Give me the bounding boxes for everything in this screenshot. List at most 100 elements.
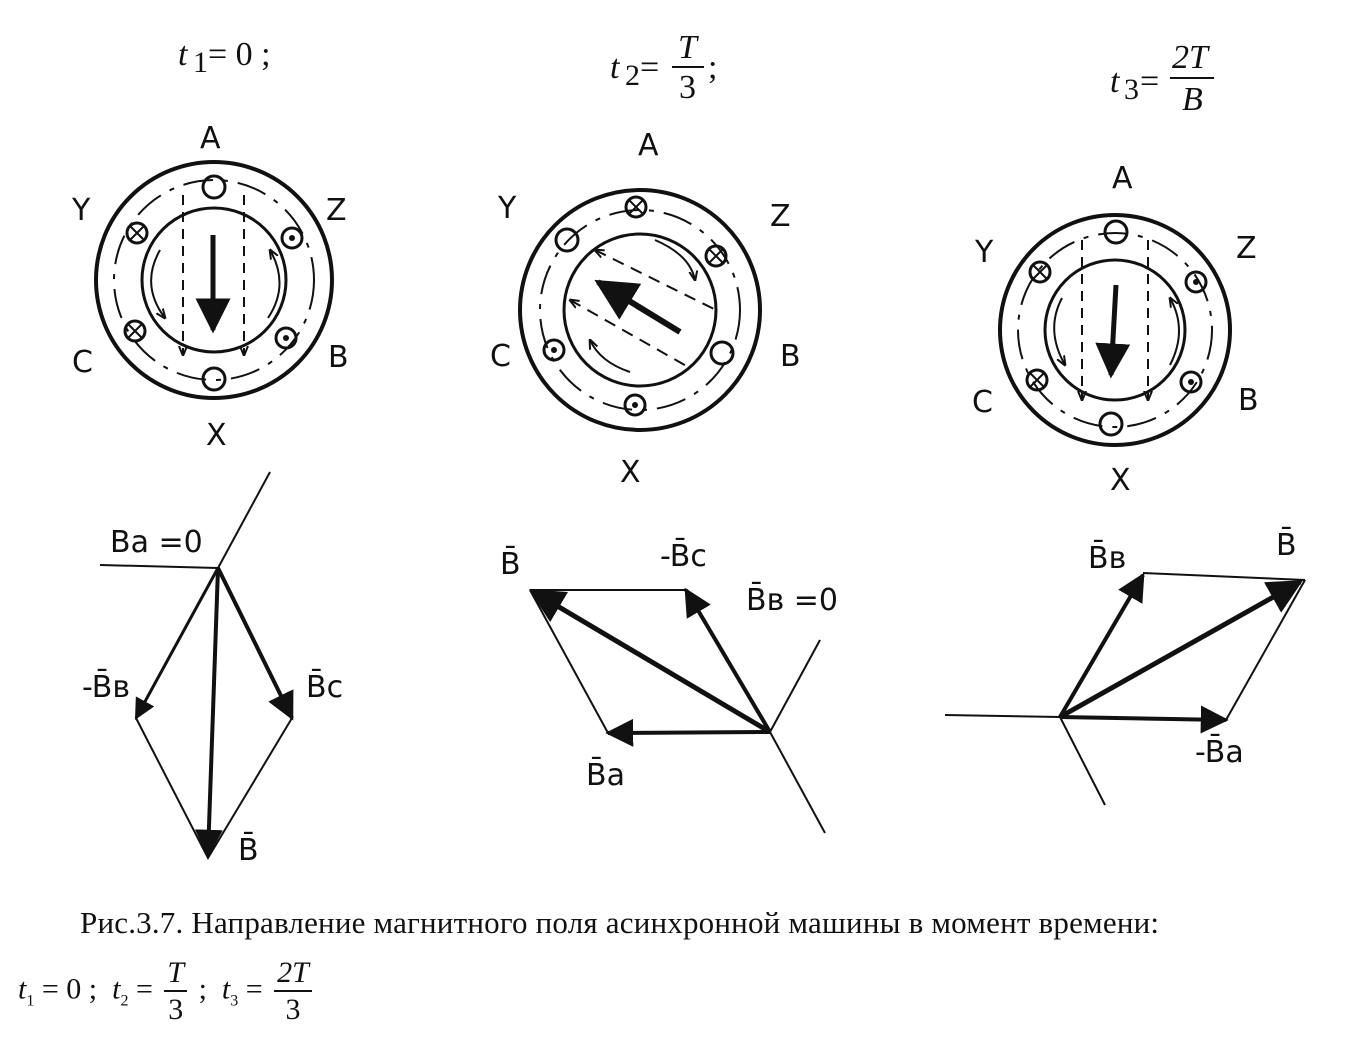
slot-y-cross [125,221,149,245]
label-y: Y [974,235,994,270]
vector-b-result [528,588,772,735]
label-b: B [780,339,801,374]
flux-return-right [267,250,281,319]
label-x: X [1110,463,1131,498]
label-bb: B̄в [1088,540,1126,576]
slot-x-dot [623,393,647,417]
flux-return-left [150,249,165,318]
panel-3: t 3 = 2T B [944,39,1306,806]
slot-z-cross [704,244,728,268]
slot-z-dot [1184,270,1208,294]
vector-bc [216,567,294,721]
time-tail-2: ; [708,49,717,86]
label-y: Y [497,191,517,226]
slot-a [201,174,227,200]
label-minus-bb: -B̄в [82,669,130,705]
formula-t2-frac: T 3 [164,958,188,1026]
slot-y [554,227,580,253]
formula-t2: t [112,972,121,1006]
formula-t3-frac: 2T 3 [274,958,312,1025]
slot-b-dot [274,326,298,350]
slot-x [1098,411,1124,437]
vector-minus-ba [1059,705,1229,734]
label-z: Z [326,193,347,228]
parallelogram-top [1142,572,1306,581]
formula-t3-eq: = [245,972,263,1006]
formula-t3: t [221,972,231,1006]
vector-b-result [194,567,223,858]
time-sub-1: 1 [193,46,208,79]
label-b: B̄ [500,546,521,582]
label-z: Z [770,199,791,234]
slot-b-dot [1179,370,1203,394]
slot-y-cross [1028,260,1052,284]
axis-lower [1059,716,1106,806]
slot-z-dot [280,226,304,250]
slot-x [201,366,227,392]
time-den-2: 3 [679,69,696,106]
formula-t2-eq: = [135,972,153,1006]
label-x: X [206,418,227,453]
stator-field-ring [539,209,741,411]
time-var-3: t [1110,63,1121,100]
vector-minus-bc [684,587,772,734]
time-sub-3: 3 [1124,73,1139,106]
time-eq-3: = [1140,63,1159,100]
axis-b-extension [769,639,821,733]
panel-1: t 1 = 0 ; [71,36,349,868]
time-num-3: 2T [1172,39,1210,76]
parallelogram-1 [135,717,293,861]
time-eq-2: = [640,49,659,86]
time-num-2: T [678,29,699,66]
label-bb-zero: B̄в =0 [746,582,838,618]
formula-t2-den: 3 [168,993,184,1026]
axis-b-extension [217,471,271,569]
label-x: X [620,455,641,490]
slot-c-dot [542,338,566,362]
vector-bb [1058,572,1145,719]
time-label-2: t 2 = T 3 ; [610,29,717,106]
vector-diagram-1: Ba =0 -B̄в B̄c B̄ [82,471,343,868]
flux-return-upper [654,239,695,280]
label-a: A [1112,161,1133,196]
formula-t1-sub: 1 [26,992,35,1010]
label-z: Z [1236,231,1257,266]
axis-a [944,714,1061,718]
formula-t2-num: T [164,958,188,992]
stator-3: A X Y Z C B [972,161,1259,498]
slot-c-cross [123,319,147,343]
label-c: C [72,345,93,380]
label-bc: B̄c [306,669,343,705]
vector-diagram-3: B̄в B̄ -B̄a [944,527,1306,806]
formula-t3-num: 2T [274,958,312,992]
label-b: B̄ [1276,527,1297,563]
flux-return-left [1053,297,1065,365]
vector-diagram-2: B̄ -B̄c B̄в =0 B̄a [500,538,838,834]
time-var-2: t [610,49,621,86]
label-b: B̄ [238,832,259,868]
slot-a-cross [624,195,648,219]
flux-return-right [1170,298,1180,366]
slot-b [709,340,735,366]
label-b: B [1238,383,1259,418]
flux-return-lower [590,340,631,373]
label-b: B [328,340,349,375]
stator-field-ring [113,179,315,381]
label-ba: B̄a [586,757,625,793]
time-sub-2: 2 [625,59,640,92]
figure-caption: Рис.3.7. Направление магнитного поля аси… [80,905,1160,940]
formula-t3-sub: 3 [230,992,239,1010]
label-ba-zero: Ba =0 [110,525,203,560]
label-minus-bc: -B̄c [660,538,707,574]
time-label-3: t 3 = 2T B [1110,39,1214,118]
field-arrow-main [594,279,682,335]
field-arrow-main [1095,284,1131,379]
field-line-lower [570,300,691,369]
axis-lower [769,731,826,834]
formula-t2-sub: 2 [120,992,129,1010]
axis-a [99,564,219,569]
rotor-circle [1043,258,1187,402]
slot-a [1103,219,1129,245]
panel-2: t 2 = T 3 ; [490,29,838,834]
